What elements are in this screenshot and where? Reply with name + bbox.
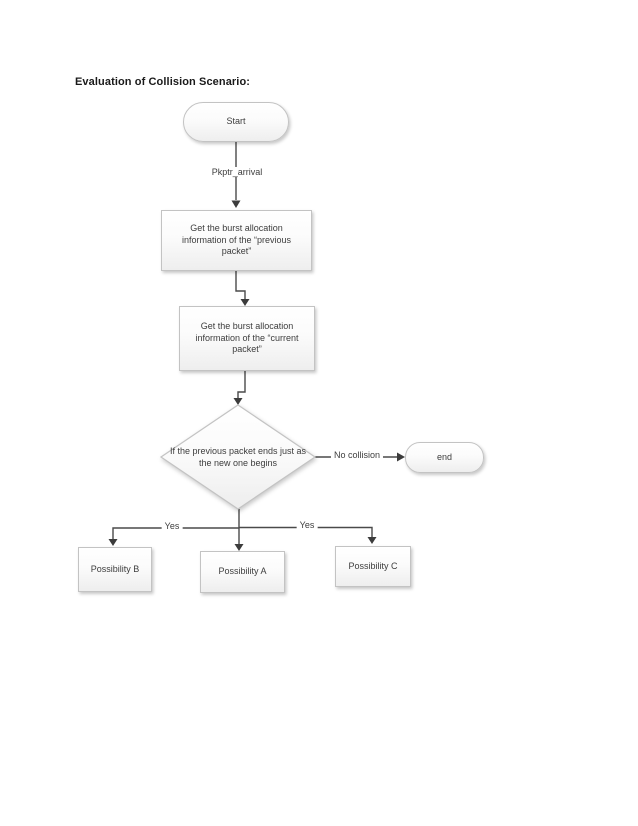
get-previous-packet-label: Get the burst allocation information of … [181,222,292,257]
possibility-b-label: Possibility B [90,563,140,574]
edge-decision-to-possibility-b [112,527,239,539]
start-node: Start [183,102,289,142]
end-node: end [405,442,484,473]
get-current-packet-label: Get the burst allocation information of … [195,320,299,355]
edge-previous-to-current [235,271,246,299]
get-current-packet-node: Get the burst allocation information of … [179,306,315,371]
yes-right-edge-label: Yes [296,520,318,530]
yes-left-edge-label: Yes [161,521,183,531]
arrowhead-to-possibility-a [234,544,244,551]
decision-diamond-shape [159,404,317,510]
decision-node-label: If the previous packet ends just as the … [169,445,307,468]
arrowhead-to-end [397,452,405,462]
edge-decision-to-possibility-c [239,526,373,537]
arrowhead-to-current [240,299,250,306]
get-previous-packet-node: Get the burst allocation information of … [161,210,312,271]
end-node-label: end [436,451,453,462]
possibility-c-label: Possibility C [348,560,398,571]
page-title: Evaluation of Collision Scenario: [75,76,251,88]
arrowhead-to-decision [233,398,243,405]
possibility-b-node: Possibility B [78,547,152,592]
arrowhead-to-possibility-b [108,539,118,546]
pkptr-arrival-edge-label: Pkptr_arrival [208,167,266,177]
start-node-label: Start [226,116,246,127]
arrowhead-to-previous [231,200,241,208]
no-collision-edge-label: No collision [330,450,384,460]
decision-node: If the previous packet ends just as the … [166,424,310,490]
arrowhead-to-possibility-c [367,537,377,544]
possibility-c-node: Possibility C [335,546,411,587]
edge-current-to-decision [237,371,246,398]
possibility-a-node: Possibility A [200,551,285,593]
arrowheads [108,200,405,551]
possibility-a-label: Possibility A [218,566,267,577]
